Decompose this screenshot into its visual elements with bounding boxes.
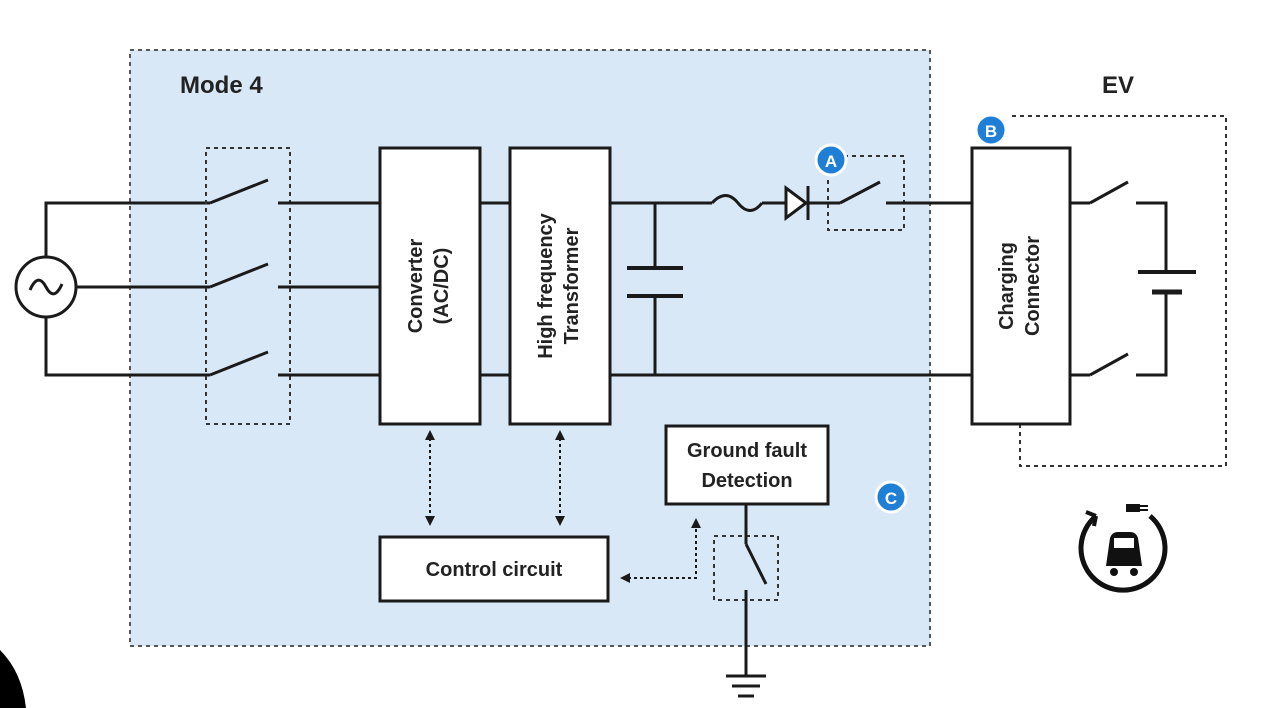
switch-a-group: [827, 155, 905, 231]
ground-icon: [726, 674, 766, 698]
marker-b-label: B: [985, 122, 997, 141]
transformer-block: High frequency Transformer: [508, 146, 612, 426]
ev-region: [1012, 115, 1227, 467]
transformer-label-line1: High frequency: [535, 212, 557, 358]
control-links: [429, 438, 561, 518]
ground-fault-label-line1: Ground fault: [687, 440, 807, 462]
ground-switch: [744, 504, 768, 676]
converter-block: Converter (AC/DC): [378, 146, 482, 426]
ground-fault-link: [620, 518, 701, 583]
battery-icon: [1138, 270, 1196, 295]
control-circuit-block: Control circuit: [378, 535, 610, 603]
inductor-icon: [710, 194, 764, 212]
switch-a: [832, 180, 972, 205]
dc-bus-wiring: [610, 201, 972, 377]
control-circuit-label: Control circuit: [426, 559, 563, 581]
main-switch-group: [205, 147, 291, 425]
ground-fault-label-line2: Detection: [701, 470, 792, 492]
converter-label-line2: (AC/DC): [431, 248, 453, 325]
diode-icon: [762, 185, 832, 221]
converter-transformer-links: [480, 201, 510, 377]
main-switches: [209, 178, 380, 377]
control-link-arrows: [425, 430, 565, 526]
ground-fault-block: Ground fault Detection: [664, 424, 830, 506]
capacitor-icon: [627, 266, 683, 298]
marker-c-label: C: [885, 489, 897, 508]
ac-source-icon: [14, 255, 78, 319]
marker-a: A: [814, 143, 848, 177]
corner-shadow: [0, 650, 26, 708]
marker-a-label: A: [825, 152, 837, 171]
charging-connector-label-line2: Connector: [1022, 236, 1044, 336]
charging-connector-block: Charging Connector: [970, 146, 1072, 426]
marker-b: B: [974, 113, 1008, 147]
ev-charging-icon: [1078, 504, 1168, 593]
ev-circuit: [1070, 180, 1168, 377]
source-wiring: [44, 201, 210, 377]
mode-label: Mode 4: [180, 72, 263, 99]
converter-label-line1: Converter: [405, 239, 427, 334]
transformer-label-line2: Transformer: [561, 227, 583, 344]
ev-label: EV: [1102, 72, 1134, 99]
charging-connector-label-line1: Charging: [996, 242, 1018, 330]
marker-c: C: [874, 480, 908, 514]
